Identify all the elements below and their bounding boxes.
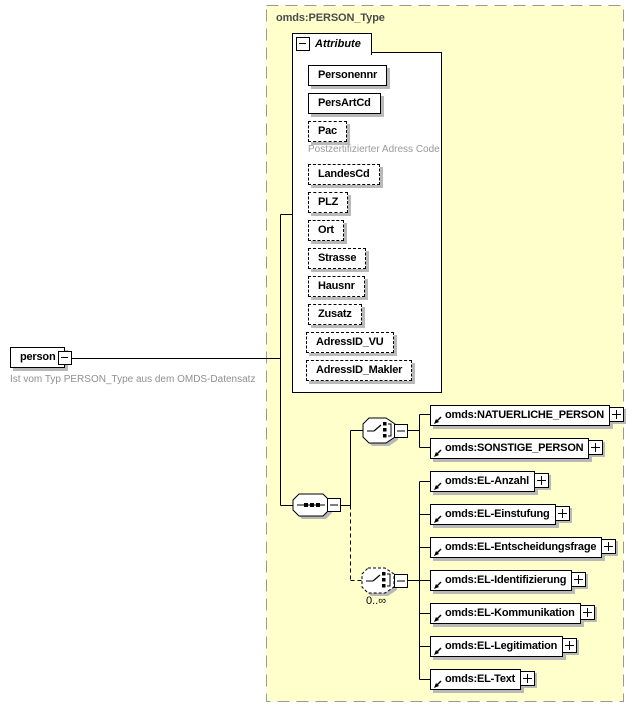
element-ref-arrow-icon — [433, 547, 442, 556]
element-box-natuerliche-person[interactable]: omds:NATUERLICHE_PERSON — [430, 405, 624, 426]
expand-icon[interactable] — [601, 539, 617, 554]
attributes-collapse-toggle[interactable] — [296, 37, 310, 51]
choice-collapse-toggle[interactable] — [394, 424, 408, 438]
sequence-collapse-toggle[interactable] — [327, 498, 341, 512]
person-element-box[interactable]: person — [10, 347, 66, 368]
occurrence-label: 0..∞ — [366, 595, 387, 607]
attribute-box-ort[interactable]: Ort — [308, 220, 344, 241]
expand-icon[interactable] — [554, 506, 570, 521]
attribute-box-adressid-makler[interactable]: AdressID_Makler — [306, 360, 413, 381]
attribute-box-adressid-vu[interactable]: AdressID_VU — [306, 332, 394, 353]
attribute-box-personennr[interactable]: Personennr — [308, 65, 388, 86]
expand-icon[interactable] — [520, 671, 536, 686]
element-box-el-kommunikation[interactable]: omds:EL-Kommunikation — [430, 603, 595, 624]
optional-choice-icon — [361, 567, 397, 596]
expand-icon[interactable] — [609, 407, 624, 422]
element-box-el-legitimation[interactable]: omds:EL-Legitimation — [430, 636, 578, 657]
element-box-el-text[interactable]: omds:EL-Text — [430, 669, 536, 690]
element-label: omds:EL-Text — [445, 673, 516, 685]
element-box-el-einstufung[interactable]: omds:EL-Einstufung — [430, 504, 570, 525]
element-label: omds:NATUERLICHE_PERSON — [445, 409, 604, 421]
element-ref-arrow-icon — [433, 481, 442, 490]
optional-choice-collapse-toggle[interactable] — [394, 574, 408, 588]
attribute-box-pac[interactable]: Pac — [308, 121, 347, 142]
attribute-box-landescd[interactable]: LandesCd — [308, 164, 380, 185]
attribute-box-hausnr[interactable]: Hausnr — [308, 276, 365, 297]
type-name-label: omds:PERSON_Type — [276, 12, 385, 24]
element-ref-arrow-icon — [433, 580, 442, 589]
element-ref-arrow-icon — [433, 448, 442, 457]
element-ref-arrow-icon — [433, 514, 442, 523]
expand-icon[interactable] — [579, 605, 595, 620]
element-label: omds:EL-Entscheidungsfrage — [445, 541, 597, 553]
element-box-sonstige-person[interactable]: omds:SONSTIGE_PERSON — [430, 438, 604, 459]
element-label: omds:EL-Identifizierung — [445, 574, 567, 586]
expand-icon[interactable] — [588, 440, 604, 455]
person-annotation: Ist vom Typ PERSON_Type aus dem OMDS-Dat… — [10, 374, 256, 385]
expand-icon[interactable] — [562, 638, 578, 653]
expand-icon[interactable] — [571, 572, 587, 587]
attribute-box-plz[interactable]: PLZ — [308, 192, 349, 213]
choice-icon — [362, 417, 398, 446]
element-label: omds:EL-Einstufung — [445, 508, 550, 520]
attribute-box-persartcd[interactable]: PersArtCd — [308, 93, 381, 114]
element-ref-arrow-icon — [433, 613, 442, 622]
element-box-el-entscheidungsfrage[interactable]: omds:EL-Entscheidungsfrage — [430, 537, 617, 558]
element-label: omds:EL-Kommunikation — [445, 607, 575, 619]
element-ref-arrow-icon — [433, 415, 442, 424]
element-label: omds:EL-Legitimation — [445, 640, 558, 652]
element-label: omds:SONSTIGE_PERSON — [445, 442, 584, 454]
element-ref-arrow-icon — [433, 679, 442, 688]
element-ref-arrow-icon — [433, 646, 442, 655]
element-box-el-identifizierung[interactable]: omds:EL-Identifizierung — [430, 570, 587, 591]
pac-annotation: Postzertifizierter Adress Code — [308, 144, 440, 155]
attribute-box-strasse[interactable]: Strasse — [308, 248, 367, 269]
element-label: omds:EL-Anzahl — [445, 475, 529, 487]
expand-icon[interactable] — [533, 473, 549, 488]
attribute-box-zusatz[interactable]: Zusatz — [308, 304, 362, 325]
person-collapse-toggle[interactable] — [58, 351, 72, 365]
element-box-el-anzahl[interactable]: omds:EL-Anzahl — [430, 471, 549, 492]
sequence-icon — [292, 493, 332, 519]
